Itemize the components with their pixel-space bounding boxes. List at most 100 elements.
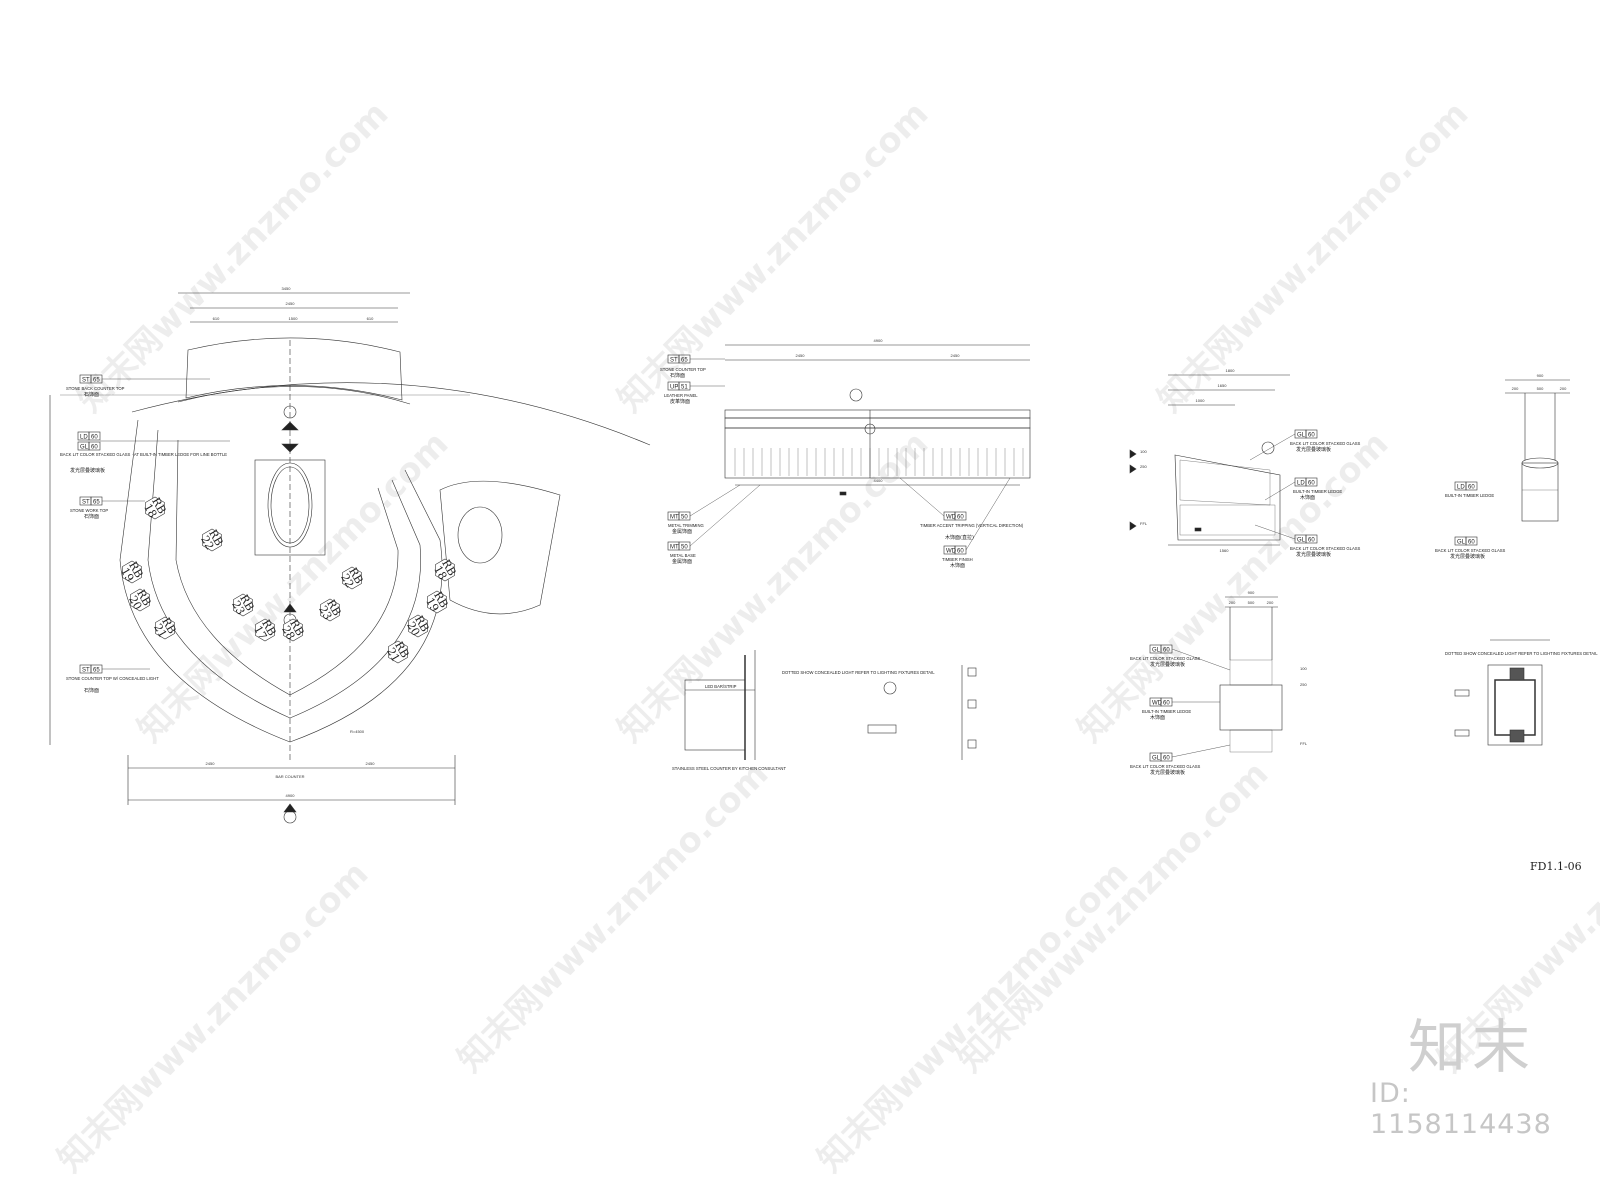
dim-w4: 200	[1267, 600, 1274, 605]
detail-block	[967, 667, 977, 677]
side-unit-ring	[457, 506, 503, 564]
seat-hexagon	[155, 616, 175, 640]
island-oval	[267, 462, 313, 548]
seat-hexagon	[320, 598, 340, 622]
dim-side-top: 610	[213, 316, 220, 321]
callout-cn: 石饰面	[670, 372, 685, 379]
callout-cn: 木饰面	[1150, 714, 1165, 721]
callout-num: 51	[681, 385, 688, 391]
callout-en: BUILT-IN TIMBER LEDGE	[1293, 489, 1342, 494]
callout-cn: 石饰面	[84, 391, 99, 398]
sec-c-callout-2: WD 60 BUILT-IN TIMBER LEDGE 木饰面	[1142, 697, 1220, 721]
callout-en: TIMBER FINISH	[942, 557, 973, 562]
callout-num: 60	[1163, 701, 1170, 707]
callout-code: WD	[946, 549, 957, 555]
section-marker-bottom	[283, 803, 297, 824]
dim-side-top: 610	[367, 316, 374, 321]
dim-w1: 900	[1537, 373, 1544, 378]
callout-code: WD	[1152, 701, 1163, 707]
counter-top	[724, 409, 1031, 419]
dim-overall-top: 3450	[282, 286, 292, 291]
glass-block	[1174, 454, 1281, 541]
seat-number: 20	[126, 593, 144, 612]
callout-en: BACK LIT COLOR STACKED GLASS	[1130, 656, 1201, 661]
detail-d: DOTTED SHOW CONCEALED LIGHT REFER TO LIG…	[1445, 639, 1598, 746]
callout-num: 60	[1308, 538, 1315, 544]
callout-en: STONE COUNTER TOP W/ CONCEALED LIGHT	[66, 676, 159, 681]
callout-num: 60	[1468, 540, 1475, 546]
callout-code: GL	[1457, 540, 1466, 546]
callout-code: GL	[1297, 433, 1306, 439]
detail-note: DOTTED SHOW CONCEALED LIGHT REFER TO LIG…	[1445, 651, 1598, 656]
section-details: STAINLESS STEEL COUNTER BY KITCHEN CONSU…	[672, 650, 977, 771]
dim-w3: 1000	[1196, 398, 1206, 403]
callout-code: ST	[82, 668, 90, 674]
seat-hexagon	[427, 590, 447, 614]
arc-outline	[131, 382, 651, 446]
seat-number: 17	[251, 623, 269, 642]
sec-a-callout-3: GL 60 BACK LIT COLOR STACKED GLASS 发光层叠玻…	[1254, 524, 1361, 558]
callout-num: 60	[1308, 481, 1315, 487]
callout-num: 60	[1308, 433, 1315, 439]
callout-en: LEATHER PANEL	[664, 393, 698, 398]
detail-block	[967, 739, 977, 749]
level: 100	[1300, 666, 1307, 671]
callout-code: ST	[82, 378, 90, 384]
callout-code: GL	[1152, 756, 1161, 762]
callout-en: STONE WORK TOP	[70, 508, 108, 513]
elev-callout-3: MT 50 METAL TRIMMING 金属饰面	[667, 484, 741, 535]
sec-c-callout-3: GL 60 BACK LIT COLOR STACKED GLASS 发光层叠玻…	[1130, 744, 1231, 776]
dim-w3: 500	[1537, 386, 1544, 391]
callout-num: 65	[93, 378, 100, 384]
elev-callout-6: WD 60 TIMBER FINISH 木饰面	[942, 477, 1011, 569]
detail-symbol	[883, 681, 897, 695]
level: FFL	[1140, 521, 1148, 526]
label-bar-counter: BAR COUNTER	[275, 774, 304, 779]
plan-callout-2: LD 60 GL 60 BACK LIT COLOR STACKED GLASS…	[60, 431, 230, 474]
elev-callout-4: MT 50 METAL BASE 金属饰面	[667, 484, 761, 565]
dim-w2: 1650	[1218, 383, 1228, 388]
counter-band	[724, 417, 1031, 429]
brand-logo-text: 知末	[1408, 1013, 1537, 1081]
seat-number: 18	[141, 501, 159, 520]
seat-hexagon	[408, 614, 428, 638]
section-marker	[1261, 441, 1275, 455]
timber-ledge	[1219, 684, 1283, 731]
seat-number: 18	[431, 563, 449, 582]
plan-callout-4: ST 65 STONE COUNTER TOP W/ CONCEALED LIG…	[66, 664, 159, 694]
callout-code: ST	[82, 500, 90, 506]
callout-en: STONE COUNTER TOP	[660, 367, 706, 372]
elev-callout-2: UP 51 LEATHER PANEL 皮革饰面	[664, 381, 725, 405]
callout-en: BACK LIT COLOR STACKED GLASS · AT BUILT-…	[60, 452, 227, 457]
side-unit	[439, 480, 561, 615]
sec-b-callout-1: LD 60 BUILT-IN TIMBER LEDGE	[1445, 481, 1494, 498]
detail-box	[684, 679, 746, 751]
detail-note: DOTTED SHOW CONCEALED LIGHT REFER TO LIG…	[782, 670, 935, 675]
dim-elev-left: 2450	[796, 353, 806, 358]
callout-code: UP	[670, 385, 678, 391]
callout-cn: 发光层叠玻璃板	[1150, 769, 1185, 776]
seat-number: 23	[229, 598, 247, 617]
section-c: 900 200 500 200 100 250 FFL GL 60 BACK L…	[1130, 590, 1308, 776]
sec-a-callout-2: LD 60 BUILT-IN TIMBER LEDGE 木饰面	[1264, 477, 1342, 501]
seat-number: 23	[316, 603, 334, 622]
dim-w2: 200	[1512, 386, 1519, 391]
callout-code: LD	[1297, 481, 1305, 487]
seat-hexagon	[435, 558, 455, 582]
callout-code: LD	[1457, 485, 1465, 491]
detail-block	[1509, 667, 1525, 681]
sec-b-callout-2: GL 60 BACK LIT COLOR STACKED GLASS 发光层叠玻…	[1435, 536, 1506, 560]
seat-number: 19	[423, 595, 441, 614]
callout-code: GL	[1297, 538, 1306, 544]
level: 100	[1140, 449, 1147, 454]
callout-cn: 木饰面(直拉)	[945, 534, 974, 541]
callout-cn: 金属饰面	[672, 528, 692, 535]
